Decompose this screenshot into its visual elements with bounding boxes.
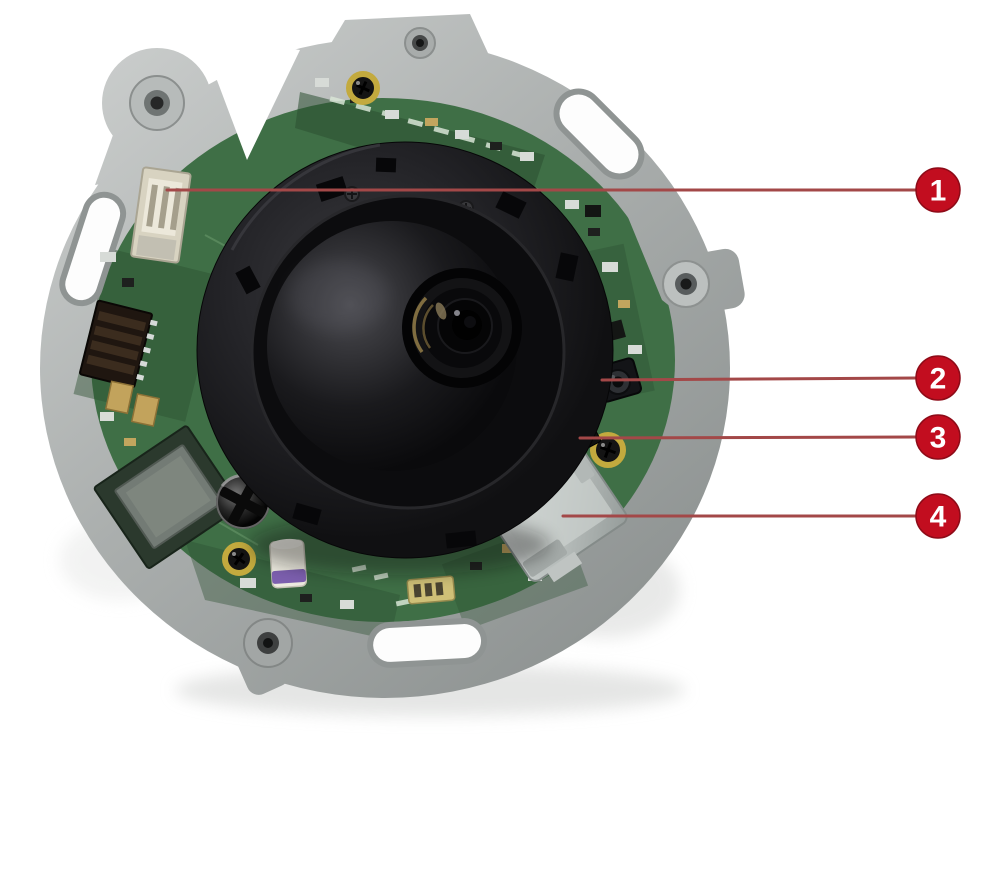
screw-boss-top xyxy=(404,27,436,59)
callout-badge-1: 1 xyxy=(915,167,961,213)
plate-notch xyxy=(200,35,300,160)
leader-line-2 xyxy=(600,376,918,382)
mounting-slot-top-right xyxy=(553,88,645,180)
legend: 1 Ethernet Port 2 Power LED 3 Reset Butt… xyxy=(0,745,1000,883)
callout-number-1: 1 xyxy=(930,175,947,208)
callout-badge-3: 3 xyxy=(915,414,961,460)
callout-number-2: 2 xyxy=(930,363,947,396)
screw-boss-top-left xyxy=(129,75,185,131)
plate-rim-patch2 xyxy=(500,70,716,335)
mounting-slot-left xyxy=(59,191,127,307)
mounting-slot-bottom xyxy=(367,618,488,668)
pin-header-connector xyxy=(406,575,456,605)
dip-connector xyxy=(79,299,158,389)
leader-lines xyxy=(165,188,918,518)
camera-photo: 1 2 3 4 xyxy=(40,14,961,716)
callout-badge-2: 2 xyxy=(915,355,961,401)
screw-boss-right xyxy=(662,260,710,308)
ethernet-port xyxy=(130,166,192,264)
dome-clips xyxy=(235,157,579,549)
dome-assembly xyxy=(196,141,614,575)
pcb-screw-bottom-left xyxy=(222,542,256,576)
leader-line-3 xyxy=(578,435,918,440)
callout-badge-4: 4 xyxy=(915,493,961,539)
tantalum-capacitors xyxy=(104,380,160,427)
main-chip xyxy=(93,425,242,569)
callout-number-4: 4 xyxy=(930,501,947,534)
callout-number-3: 3 xyxy=(930,422,947,455)
pcb-screw-top xyxy=(346,71,380,105)
pcb-screw-right xyxy=(590,432,626,468)
camera-lens xyxy=(402,268,522,388)
screw-boss-bottom-left xyxy=(243,618,293,668)
